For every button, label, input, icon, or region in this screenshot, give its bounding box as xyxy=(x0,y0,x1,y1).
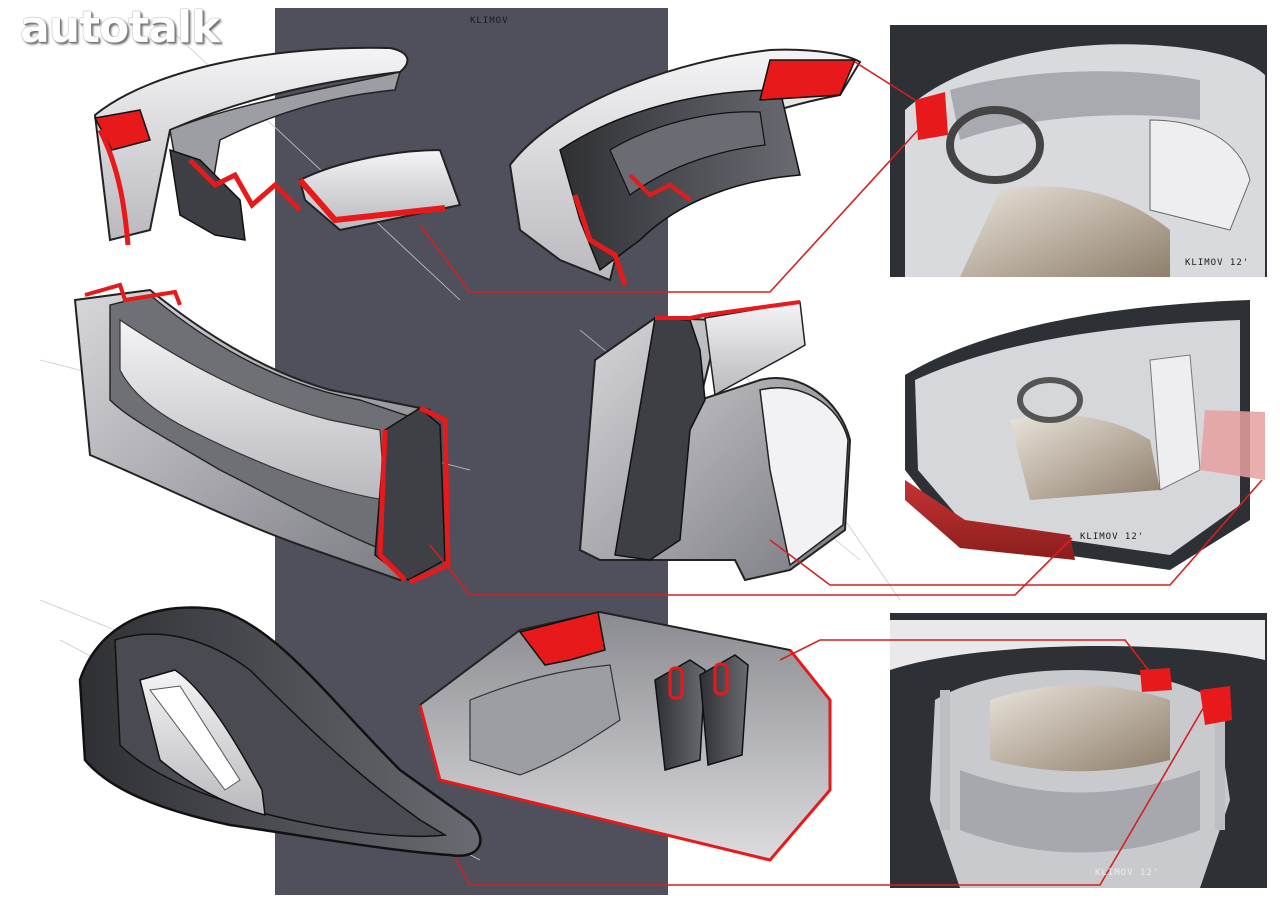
rear-floor-sketch xyxy=(418,610,832,862)
pillar-sketch xyxy=(578,300,852,582)
cabin-side-render xyxy=(905,300,1265,570)
dashboard-sketch xyxy=(508,48,862,286)
door-panel-sketch xyxy=(78,606,482,858)
artist-signature-panel-2: KLIMOV 12' xyxy=(1080,532,1145,542)
artist-signature-panel-1: KLIMOV 12' xyxy=(1185,258,1250,268)
autotalk-watermark: autotalk xyxy=(20,2,220,53)
cockpit-render xyxy=(890,25,1267,278)
cabin-rear-render xyxy=(890,613,1267,888)
sill-sketch xyxy=(73,282,451,585)
roof-frame-sketch xyxy=(93,46,462,246)
leader-lines xyxy=(419,61,1263,886)
artist-signature-top: KLIMOV xyxy=(470,16,509,26)
artist-signature-panel-3: KLIMOV 12' xyxy=(1095,868,1160,878)
